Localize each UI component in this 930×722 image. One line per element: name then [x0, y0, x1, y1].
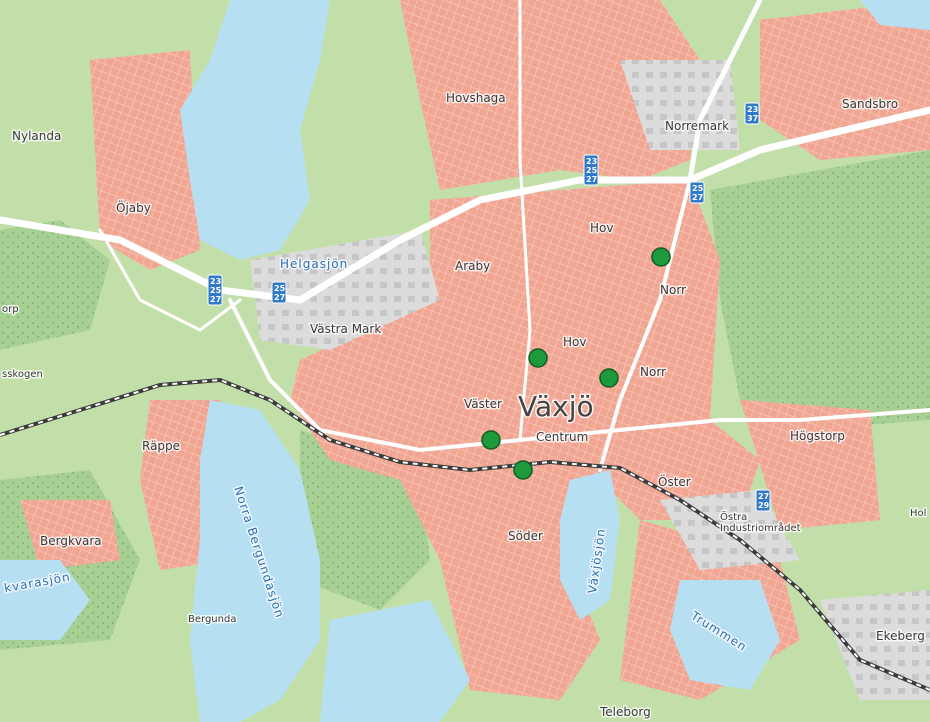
forest-east — [710, 150, 930, 430]
map-marker-m3[interactable] — [599, 368, 619, 388]
urban-bergunda — [20, 500, 120, 570]
road-shield-number: 29 — [758, 501, 770, 510]
road-shield-number: 25 — [586, 166, 598, 175]
road-shield-box — [271, 281, 287, 304]
map-marker-m2[interactable] — [528, 348, 548, 368]
label-hov-north: Hov — [590, 221, 613, 235]
road-north-radial — [518, 0, 532, 442]
label-bergunda: Bergunda — [188, 614, 236, 625]
label-helgasjon: Helgasjön — [280, 257, 348, 271]
road-shield-box — [744, 102, 760, 125]
road-shield-number: 27 — [274, 293, 285, 302]
lake-vaxjosjon[interactable] — [560, 470, 620, 620]
road-west-loop — [98, 228, 242, 332]
road-shield-number: 27 — [586, 175, 597, 184]
label-rappe: Räppe — [142, 439, 180, 453]
label-orp: orp — [2, 304, 19, 315]
lake-kvarasjon[interactable] — [0, 560, 90, 640]
industrial-norremark — [620, 60, 740, 150]
map-marker-m4[interactable] — [481, 430, 501, 450]
label-soder: Söder — [508, 529, 543, 543]
road-shield-number: 23 — [210, 277, 221, 286]
map-markers — [481, 247, 671, 480]
label-sskogen: sskogen — [2, 369, 43, 380]
road-shield-number: 25 — [274, 284, 286, 293]
label-vaster: Väster — [464, 397, 502, 411]
road-network — [0, 0, 930, 472]
place-labels: Hovshaga Nylanda Norremark Sandsbro Öjab… — [1, 90, 928, 721]
map-marker-m5[interactable] — [513, 460, 533, 480]
road-shield-number: 23 — [586, 157, 597, 166]
road-shield-number: 27 — [758, 492, 769, 501]
industrial-vastra-mark — [250, 230, 440, 350]
lake-northeast-edge[interactable] — [860, 0, 930, 30]
label-ojaby: Öjaby — [116, 199, 151, 215]
forest-west — [0, 220, 110, 350]
label-teleborg: Teleborg — [599, 705, 651, 719]
road-rv27-southeast — [598, 178, 692, 472]
label-norr-center: Norr — [640, 365, 666, 379]
road-shield-box — [755, 489, 771, 512]
label-bergkvara: Bergkvara — [40, 534, 102, 548]
label-norremark: Norremark — [665, 119, 729, 133]
label-araby: Araby — [455, 259, 490, 273]
road-shield-number: 27 — [692, 193, 703, 202]
label-ekeberg: Ekeberg — [876, 629, 925, 643]
label-hov-center: Hov — [563, 335, 586, 349]
label-hovshaga: Hovshaga — [446, 91, 506, 105]
urban-north-center — [400, 0, 700, 190]
road-shield-number: 37 — [747, 114, 758, 123]
label-hol: Hol — [910, 508, 926, 519]
road-rv23-north — [687, 0, 763, 183]
road-shield-number: 27 — [210, 295, 221, 304]
map-marker-m1[interactable] — [651, 247, 671, 267]
label-sandsbro: Sandsbro — [842, 97, 898, 111]
road-shield-box — [689, 181, 705, 204]
lake-norra-bergundasjon[interactable] — [190, 400, 320, 722]
city-label-vaxjo: Växjö — [518, 390, 594, 423]
label-hogstorp: Högstorp — [790, 429, 845, 443]
label-vastra-mark: Västra Mark — [310, 322, 381, 336]
label-nylanda: Nylanda — [12, 129, 61, 143]
lake-helgasjon[interactable] — [180, 0, 330, 260]
road-shield-number: 25 — [210, 286, 222, 295]
road-shield-box — [207, 274, 223, 306]
road-rv25-west — [0, 106, 930, 304]
lake-trummen[interactable] — [670, 580, 780, 690]
label-centrum: Centrum — [536, 430, 588, 444]
urban-east — [740, 400, 880, 530]
industrial-ekeberg — [820, 590, 930, 700]
railway-dashes — [0, 378, 930, 691]
road-shield-number: 25 — [692, 184, 704, 193]
road-shield-number: 23 — [747, 105, 758, 114]
road-shield-box — [583, 154, 599, 186]
lake-south[interactable] — [320, 600, 470, 722]
label-oster: Öster — [658, 473, 691, 489]
label-norr-east: Norr — [660, 283, 686, 297]
urban-west-ojaby — [90, 50, 200, 270]
